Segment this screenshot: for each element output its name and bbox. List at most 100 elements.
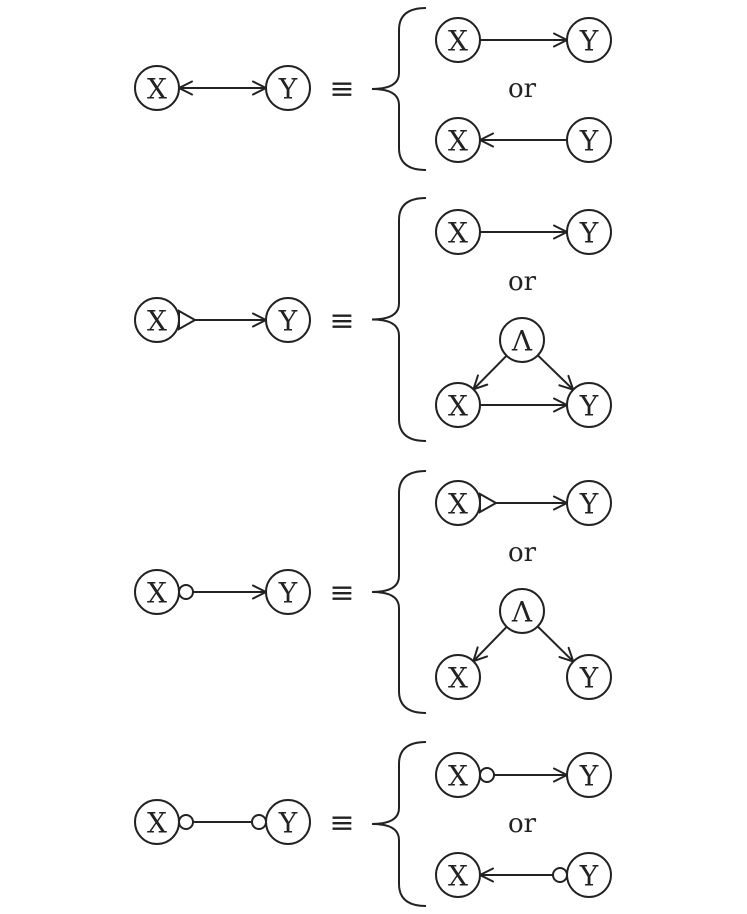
node-Y: Y: [566, 17, 612, 63]
node-X: X: [134, 799, 180, 845]
node-label: Y: [278, 577, 298, 610]
arrowhead: [178, 80, 193, 96]
edge: [178, 309, 267, 331]
node-label: Y: [579, 488, 599, 521]
node-X: X: [134, 65, 180, 111]
curly-brace: [371, 197, 427, 442]
node-circle: [499, 588, 545, 634]
node-label: X: [448, 760, 468, 793]
node-X: X: [435, 852, 481, 898]
arrowhead: [479, 132, 494, 148]
node-Y: Y: [265, 799, 311, 845]
circle-mark: [178, 584, 194, 600]
edge-line: [472, 626, 508, 662]
node-X: X: [134, 297, 180, 343]
node-label: Y: [579, 25, 599, 58]
node-Y: Y: [265, 65, 311, 111]
or-label: or: [508, 267, 537, 297]
node-Y: Y: [566, 480, 612, 526]
edge: [178, 814, 267, 830]
node-Y: Y: [566, 852, 612, 898]
arrowhead: [553, 32, 568, 48]
equivalence-sign: ≡: [329, 806, 354, 841]
node-circle: [566, 654, 612, 700]
node-Y: Y: [566, 117, 612, 163]
node-Y: Y: [566, 654, 612, 700]
node-Y: Y: [566, 752, 612, 798]
or-label: or: [508, 74, 537, 104]
node-X: X: [435, 382, 481, 428]
or-label: or: [508, 809, 537, 839]
node-label: Λ: [511, 325, 533, 358]
curly-brace: [371, 741, 427, 907]
node-label: Y: [579, 390, 599, 423]
edge: [480, 32, 568, 48]
arrowhead: [472, 374, 489, 391]
curly-brace: [371, 470, 427, 714]
triangle-mark: [178, 309, 198, 331]
edge: [178, 80, 267, 96]
node-label: X: [448, 390, 468, 423]
edge-line: [472, 354, 508, 391]
edge: [479, 492, 568, 514]
circle-mark: [479, 767, 495, 783]
node-circle: [435, 654, 481, 700]
arrowhead: [252, 312, 267, 328]
edge: [537, 354, 575, 391]
arrowhead: [553, 397, 568, 413]
node-label: Y: [579, 217, 599, 250]
arrowhead: [479, 867, 494, 883]
node-label: X: [147, 577, 167, 610]
triangle-mark: [479, 492, 499, 514]
node-label: Y: [579, 662, 599, 695]
node-label: Y: [579, 125, 599, 158]
node-label: Y: [579, 860, 599, 893]
equivalence-sign: ≡: [329, 304, 354, 339]
edge: [178, 584, 267, 600]
node-label: Y: [278, 807, 298, 840]
arrowhead: [558, 374, 575, 391]
node-label: X: [448, 860, 468, 893]
edge: [479, 132, 567, 148]
node-X: X: [435, 480, 481, 526]
arrowhead: [252, 584, 267, 600]
circle-mark: [251, 814, 267, 830]
node-L: Λ: [499, 317, 545, 363]
node-label: X: [448, 125, 468, 158]
edge-line: [536, 625, 575, 663]
node-X: X: [435, 654, 481, 700]
node-label: Λ: [511, 596, 533, 629]
edge: [536, 625, 575, 663]
edge: [472, 354, 508, 391]
node-Y: Y: [265, 297, 311, 343]
arrowhead: [558, 646, 575, 663]
alternative-2: Λ X Y: [435, 317, 612, 428]
node-label: X: [448, 488, 468, 521]
circle-mark: [552, 867, 568, 883]
arrowhead: [252, 80, 267, 96]
edge: [479, 867, 568, 883]
arrowhead: [553, 495, 568, 511]
arrowhead: [553, 224, 568, 240]
node-X: X: [435, 752, 481, 798]
edge: [480, 224, 568, 240]
or-label: or: [508, 538, 537, 568]
equivalence-sign: ≡: [329, 576, 354, 611]
edge-line: [537, 354, 574, 391]
arrowhead: [472, 646, 489, 663]
edge: [472, 626, 508, 663]
node-label: Y: [278, 73, 298, 106]
node-label: Y: [579, 760, 599, 793]
edge: [479, 767, 568, 783]
node-circle: [499, 317, 545, 363]
node-label: X: [448, 662, 468, 695]
